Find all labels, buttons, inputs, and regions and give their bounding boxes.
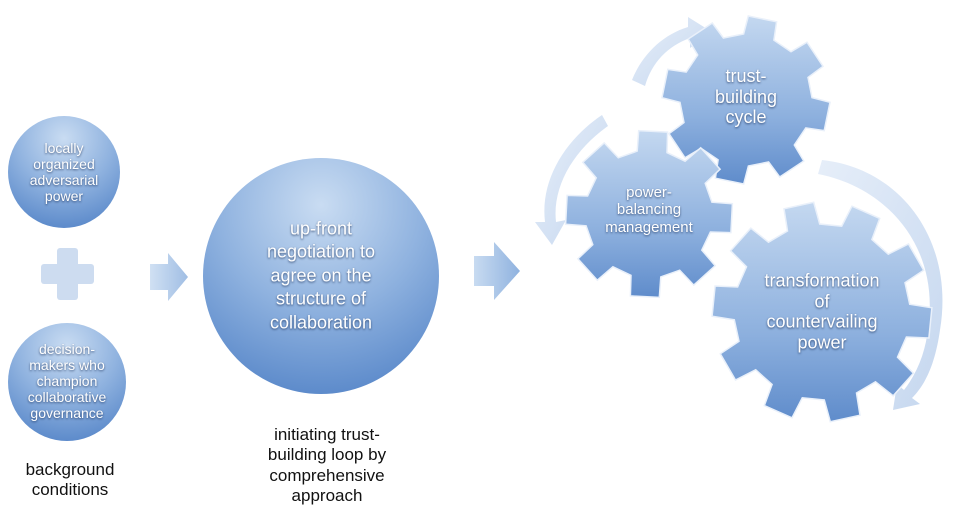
circle-adversarial-power <box>8 116 120 228</box>
circle-upfront-negotiation <box>203 158 439 394</box>
circle-decision-makers <box>8 323 126 441</box>
cycle-arrow-left-icon <box>535 115 608 245</box>
gear-transformation-label: transformation of countervailing power <box>764 270 880 353</box>
arrow-right-icon <box>150 253 188 301</box>
gear-transformation-icon <box>711 201 933 423</box>
circle-upfront-negotiation-label: up-front negotiation to agree on the str… <box>266 218 376 333</box>
background-conditions-caption: background conditions <box>25 460 115 500</box>
gear-trust-building-label: trust- building cycle <box>714 65 778 128</box>
gear-trust-building-icon <box>661 15 831 185</box>
cycle-arrow-right-icon <box>818 160 943 410</box>
gear-power-balancing-icon <box>564 129 734 299</box>
plus-icon <box>41 248 94 300</box>
circle-adversarial-power-label: locally organized adversarial power <box>29 139 99 205</box>
circle-decision-makers-label: decision- makers who champion collaborat… <box>27 340 107 422</box>
trust-building-loop-caption: initiating trust- building loop by compr… <box>267 425 387 506</box>
arrow-right-icon <box>474 242 520 300</box>
gear-power-balancing-label: power- balancing management <box>605 184 693 236</box>
cycle-arrow-top-icon <box>632 17 712 86</box>
